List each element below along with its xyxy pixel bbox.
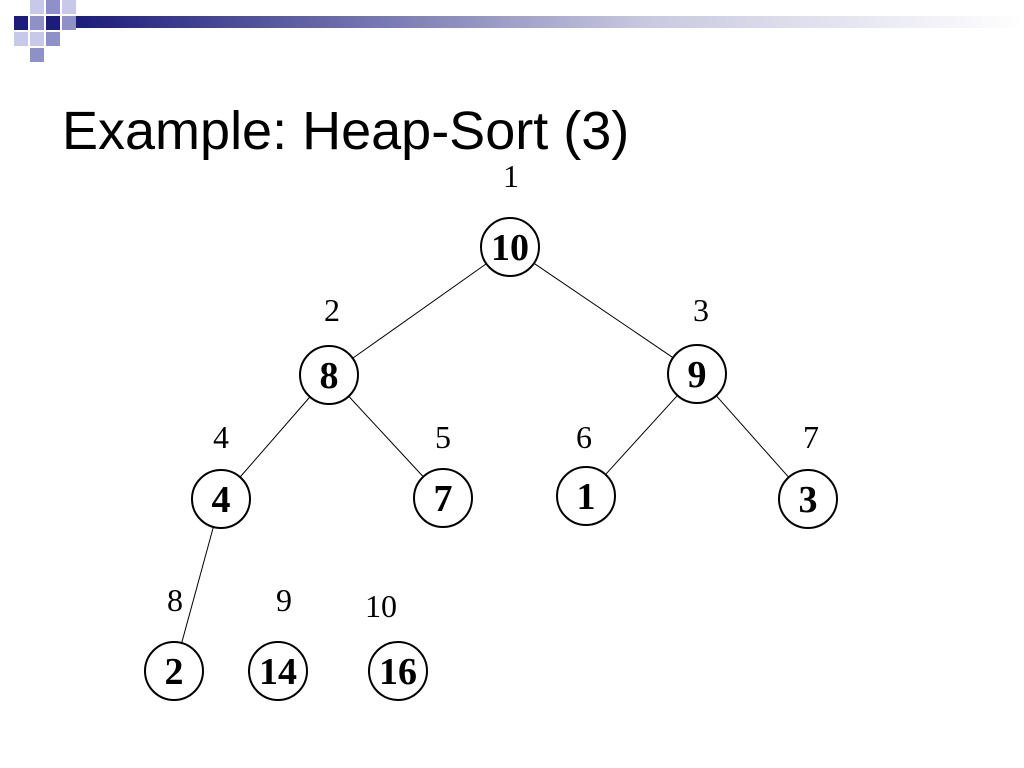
node-circle — [556, 466, 616, 526]
node-index-label: 4 — [213, 419, 229, 455]
heap-node-6: 16 — [556, 419, 616, 526]
node-index-label: 2 — [324, 292, 340, 328]
heap-node-7: 37 — [778, 419, 838, 529]
node-value: 7 — [434, 478, 453, 520]
node-index-label: 7 — [803, 419, 819, 455]
node-value: 14 — [259, 651, 297, 693]
heap-node-8: 28 — [144, 582, 204, 701]
node-value: 16 — [379, 651, 417, 693]
node-value: 3 — [799, 479, 818, 521]
edge-1-2 — [352, 263, 487, 359]
node-circle — [248, 641, 308, 701]
node-value: 10 — [491, 227, 529, 269]
edge-2-5 — [348, 395, 424, 478]
edge-3-6 — [605, 395, 678, 475]
node-circle — [368, 641, 428, 701]
node-index-label: 6 — [576, 419, 592, 455]
heap-node-2: 82 — [299, 292, 359, 405]
corner-decoration — [14, 0, 1024, 62]
edge-2-4 — [239, 396, 311, 478]
node-index-label: 1 — [503, 158, 519, 194]
node-circle — [480, 217, 540, 277]
node-value: 9 — [688, 354, 707, 396]
heap-node-9: 14 9 — [248, 582, 308, 701]
node-index-label: 9 — [276, 582, 292, 618]
slide-title: Example: Heap-Sort (3) — [62, 101, 630, 161]
node-circle — [667, 344, 727, 404]
node-circle — [144, 641, 204, 701]
heap-node-1: 10 1 — [480, 158, 540, 277]
node-value: 1 — [577, 476, 596, 518]
node-index-label: 5 — [435, 419, 451, 455]
heap-node-3: 93 — [667, 292, 727, 404]
node-value: 8 — [320, 355, 339, 397]
heap-node-4: 44 — [191, 419, 251, 529]
node-circle — [413, 468, 473, 528]
checker-squares — [14, 0, 76, 62]
edge-1-3 — [533, 262, 674, 359]
edge-3-7 — [715, 395, 790, 478]
tree-edges — [181, 262, 790, 644]
node-circle — [299, 345, 359, 405]
edge-4-8 — [181, 526, 214, 644]
node-index-label: 3 — [693, 292, 709, 328]
node-value: 2 — [165, 651, 184, 693]
header-gradient-bar — [76, 16, 1024, 28]
node-index-label: 10 — [365, 588, 397, 624]
node-index-label: 8 — [167, 582, 183, 618]
heap-node-5: 75 — [413, 419, 473, 528]
node-value: 4 — [212, 479, 231, 521]
node-circle — [191, 469, 251, 529]
node-circle — [778, 469, 838, 529]
